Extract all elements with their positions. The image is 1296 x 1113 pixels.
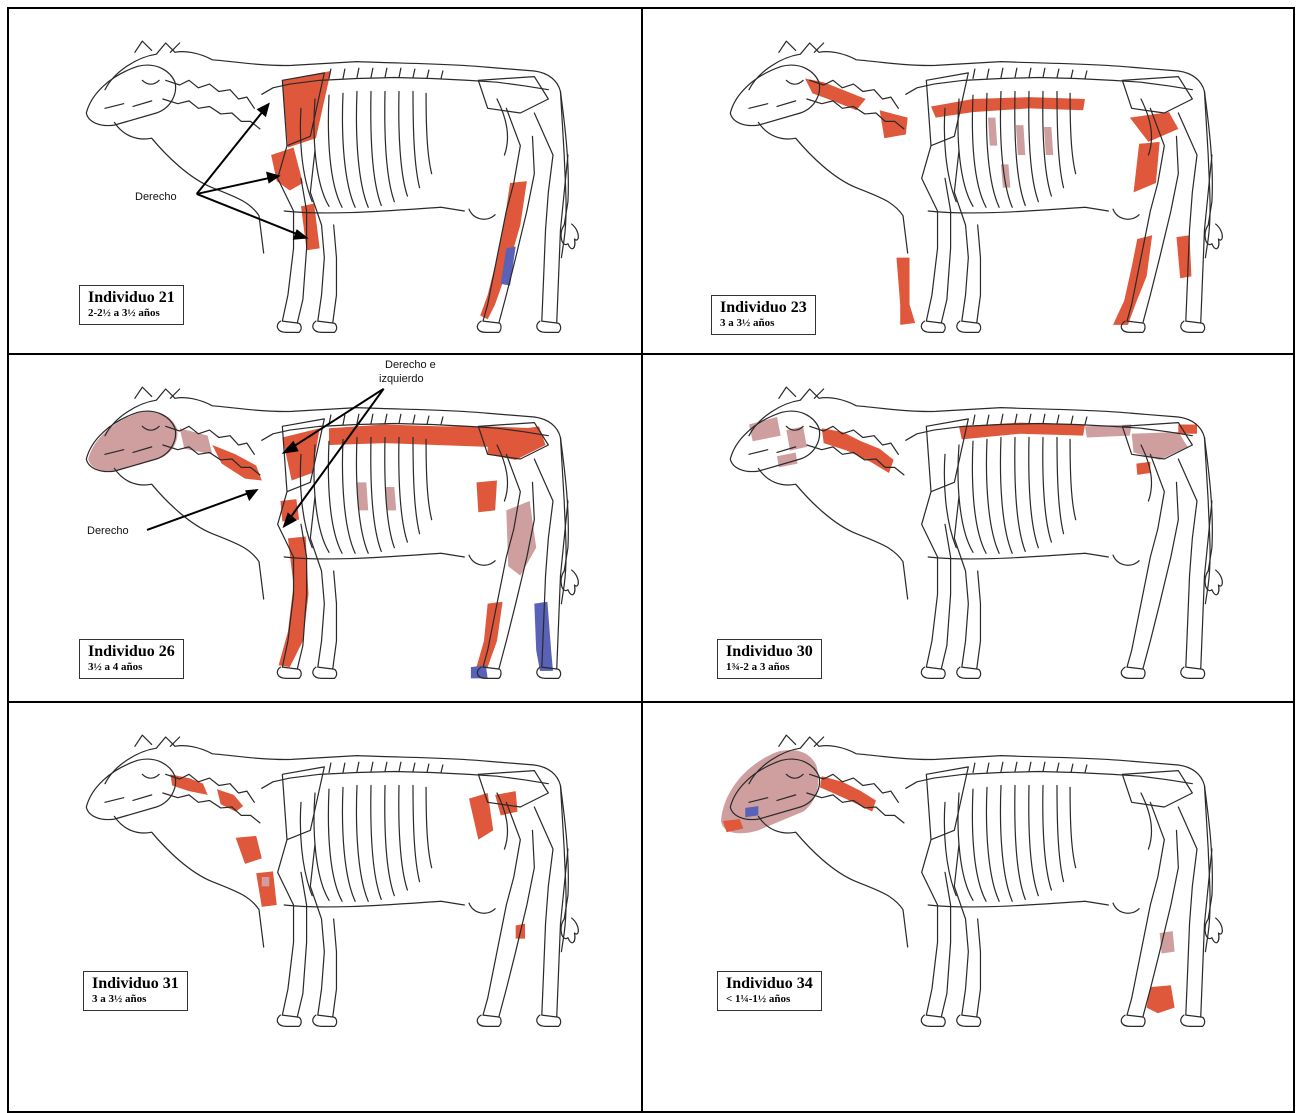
individual-name: Individuo 31 [92,975,179,993]
individual-name: Individuo 26 [88,643,175,661]
bones-possible [721,750,1175,954]
annotation-label: izquierdo [379,373,424,385]
figure-grid: Derecho Individuo 21 2-2½ a 3½ años [7,7,1295,1113]
bones-other [745,806,758,817]
panel-individuo-26: Derecho e izquierdo Derecho Individuo 26… [9,355,643,703]
individual-label: Individuo 26 3½ a 4 años [79,639,184,679]
individual-age: 3 a 3½ años [92,993,179,1006]
individual-age: < 1¼-1½ años [726,993,813,1006]
individual-age: 2-2½ a 3½ años [88,307,175,320]
individual-label: Individuo 30 1¾-2 a 3 años [717,639,822,679]
individual-age: 1¾-2 a 3 años [726,661,813,674]
individual-label: Individuo 21 2-2½ a 3½ años [79,285,184,325]
annotation-label: Derecho [135,191,177,203]
panel-individuo-34: Individuo 34 < 1¼-1½ años [643,703,1295,1113]
individual-name: Individuo 34 [726,975,813,993]
panel-individuo-30: Individuo 30 1¾-2 a 3 años [643,355,1295,703]
individual-name: Individuo 23 [720,299,807,317]
individual-name: Individuo 30 [726,643,813,661]
individual-label: Individuo 23 3 a 3½ años [711,295,816,335]
individual-label: Individuo 34 < 1¼-1½ años [717,971,822,1011]
bones-possible [749,417,1188,467]
annotation-label: Derecho e [385,359,436,371]
bones-possible [262,877,269,886]
individual-label: Individuo 31 3 a 3½ años [83,971,188,1011]
individual-name: Individuo 21 [88,289,175,307]
bones-present [805,78,1191,324]
panel-individuo-31: Individuo 31 3 a 3½ años [9,703,643,1113]
individual-age: 3½ a 4 años [88,661,175,674]
panel-individuo-21: Derecho Individuo 21 2-2½ a 3½ años [9,9,643,355]
individual-age: 3 a 3½ años [720,317,807,330]
annotation-label: Derecho [87,525,129,537]
bones-present [170,774,525,938]
panel-individuo-23: Individuo 23 3 a 3½ años [643,9,1295,355]
